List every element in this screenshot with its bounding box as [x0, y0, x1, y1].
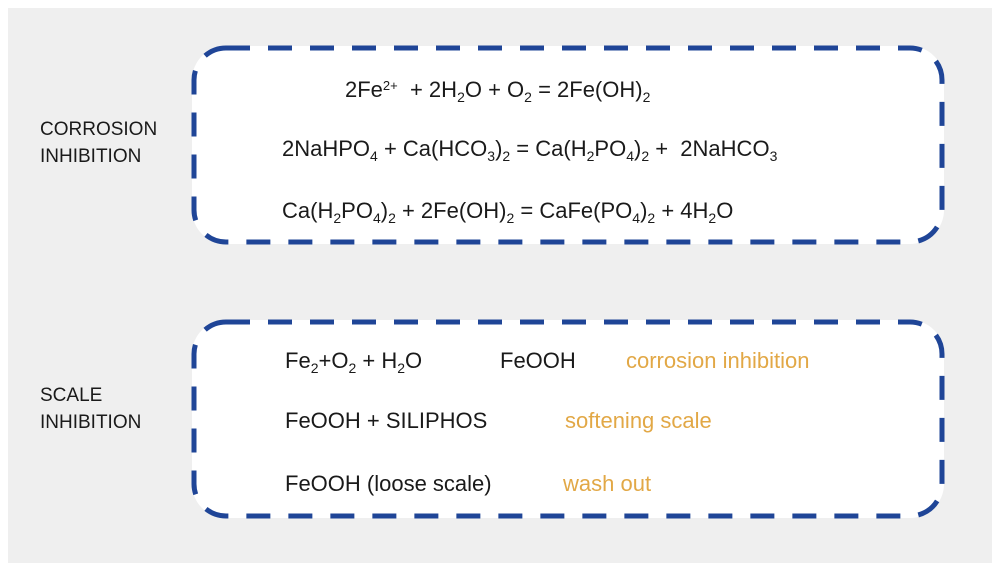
- subscript: 2: [641, 148, 650, 164]
- formula-text: PO: [594, 136, 627, 161]
- label-line: SCALE: [40, 385, 103, 406]
- label-line: INHIBITION: [40, 412, 142, 433]
- formula-text: ): [634, 136, 642, 161]
- scale-row-1-product: FeOOH: [500, 348, 576, 373]
- scale-row-1-effect: corrosion inhibition: [626, 348, 810, 373]
- label-line: INHIBITION: [40, 146, 142, 167]
- scale-row-3-effect: wash out: [563, 471, 652, 496]
- formula-text: 2Fe: [345, 77, 383, 102]
- label-line: CORROSION: [40, 119, 158, 140]
- equation-2: 2NaHPO4 + Ca(HCO3)2 = Ca(H2PO4)2 + 2NaHC…: [282, 136, 777, 169]
- subscript: 2: [348, 360, 357, 376]
- equation-1: 2Fe2+ + 2H2O + O2 = 2Fe(OH)2: [345, 73, 650, 110]
- subscript: 2: [524, 89, 532, 105]
- formula-text: Ca(H: [282, 198, 334, 223]
- formula-text: + 2Fe(OH): [395, 198, 507, 223]
- subscript: 2: [388, 210, 396, 226]
- subscript: 3: [769, 148, 778, 164]
- subscript: 4: [626, 148, 634, 164]
- subscript: 4: [372, 210, 381, 226]
- scale-row-1-formula: Fe2+O2 + H2O: [285, 348, 422, 381]
- subscript: 3: [487, 148, 496, 164]
- subscript: 2: [647, 210, 656, 226]
- subscript: 2: [586, 148, 595, 164]
- formula-text: + 2NaHCO: [649, 136, 770, 161]
- formula-text: FeOOH + SILIPHOS: [285, 408, 488, 433]
- formula-text: + H: [356, 348, 398, 373]
- subscript: 2: [333, 210, 342, 226]
- superscript: 2+: [382, 78, 398, 93]
- formula-text: = Ca(H: [510, 136, 587, 161]
- scale-row-2-effect: softening scale: [565, 408, 712, 433]
- formula-text: = 2Fe(OH): [531, 77, 643, 102]
- subscript: 2: [642, 89, 651, 105]
- formula-text: O: [716, 198, 734, 223]
- subscript: 2: [397, 360, 406, 376]
- formula-text: ): [640, 198, 648, 223]
- formula-text: PO: [341, 198, 373, 223]
- formula-text: +O: [318, 348, 349, 373]
- formula-text: 2NaHPO: [282, 136, 371, 161]
- corrosion-equations-box: 2Fe2+ + 2H2O + O2 = 2Fe(OH)2 2NaHPO4 + C…: [191, 45, 945, 245]
- scale-inhibition-label: SCALE INHIBITION: [40, 382, 141, 436]
- subscript: 2: [310, 360, 319, 376]
- dashed-border: [191, 45, 945, 245]
- formula-text: ): [380, 198, 389, 223]
- formula-text: O: [405, 348, 423, 373]
- subscript: 2: [457, 89, 465, 105]
- formula-text: ): [495, 136, 503, 161]
- dashed-border: [191, 319, 945, 519]
- formula-text: = CaFe(PO: [514, 198, 633, 223]
- subscript: 2: [506, 210, 515, 226]
- formula-text: + 4H: [655, 198, 709, 223]
- scale-equations-box: Fe2+O2 + H2O FeOOH corrosion inhibition …: [191, 319, 945, 519]
- formula-text: + Ca(HCO: [377, 136, 488, 161]
- subscript: 4: [370, 148, 378, 164]
- subscript: 2: [708, 210, 717, 226]
- subscript: 2: [502, 148, 511, 164]
- equation-3: Ca(H2PO4)2 + 2Fe(OH)2 = CaFe(PO4)2 + 4H2…: [282, 198, 733, 231]
- subscript: 4: [632, 210, 641, 226]
- formula-text: Fe: [285, 348, 311, 373]
- formula-text: FeOOH (loose scale): [285, 471, 492, 496]
- scale-row-3-formula: FeOOH (loose scale): [285, 471, 492, 497]
- formula-text: + 2H: [397, 77, 458, 102]
- formula-text: O + O: [464, 77, 525, 102]
- corrosion-inhibition-label: CORROSION INHIBITION: [40, 116, 157, 170]
- scale-row-2-formula: FeOOH + SILIPHOS: [285, 408, 487, 434]
